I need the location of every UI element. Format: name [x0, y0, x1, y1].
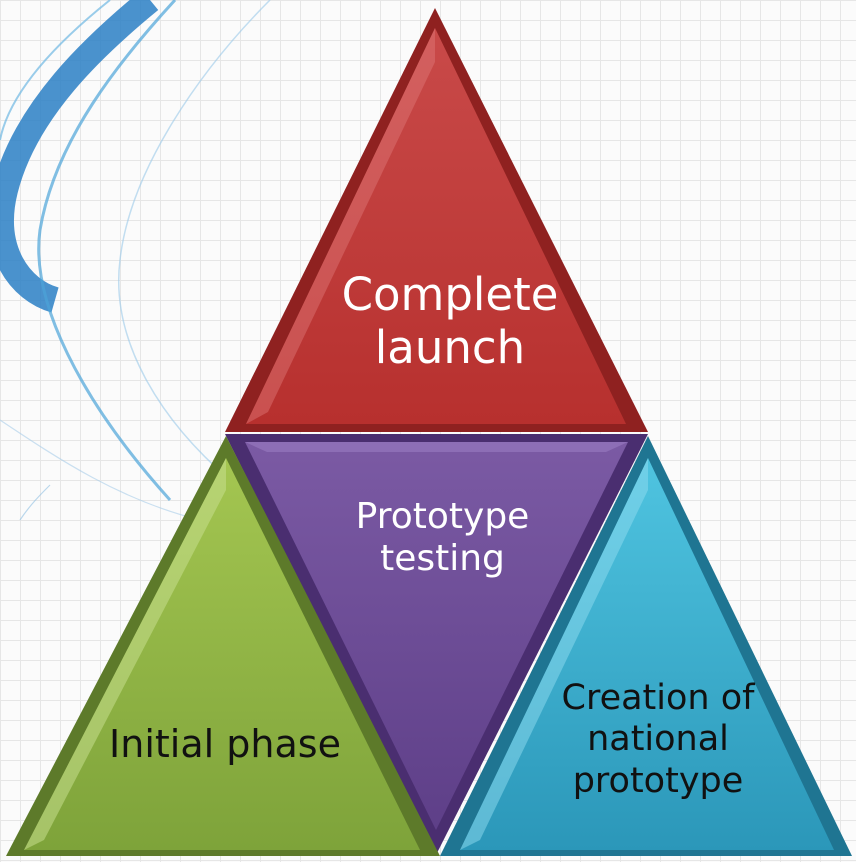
- label-creation-of-national-prototype: Creation of national prototype: [561, 678, 755, 801]
- triangle-right: [440, 436, 852, 856]
- label-prototype-testing: Prototype testing: [355, 496, 530, 580]
- triangle-middle: [225, 434, 648, 855]
- label-complete-launch: Complete launch: [341, 268, 559, 375]
- label-initial-phase: Initial phase: [109, 722, 341, 766]
- triangle-left: [6, 436, 440, 856]
- triangle-top: [225, 8, 648, 432]
- decorative-swirl: [0, 0, 271, 521]
